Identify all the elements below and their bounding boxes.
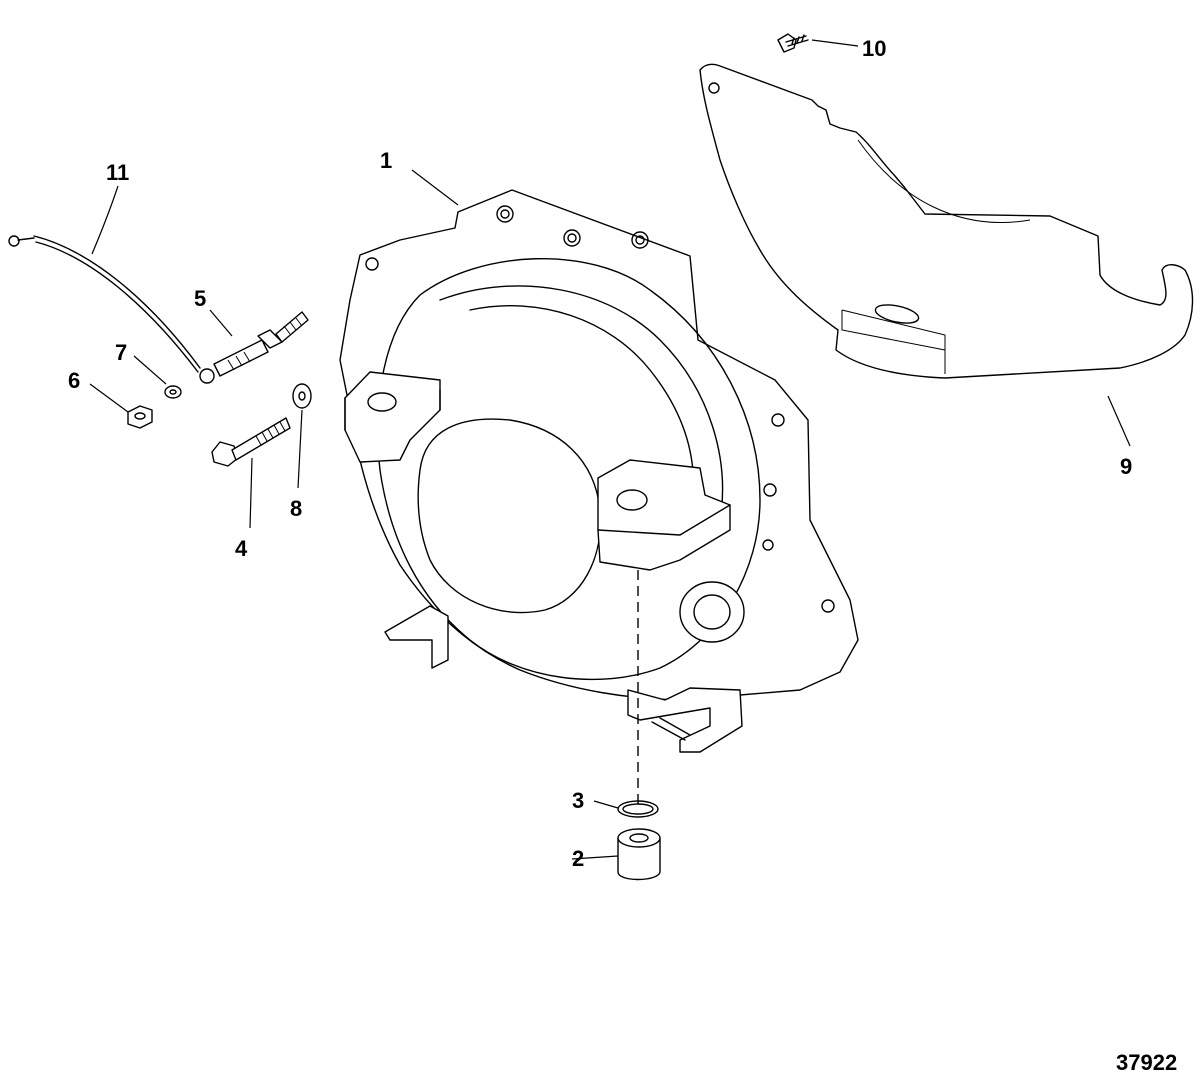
- callout-3: 3: [572, 788, 584, 813]
- callout-5: 5: [194, 286, 206, 311]
- part-5-stud: [213, 311, 309, 377]
- callout-1: 1: [380, 148, 392, 173]
- part-10-screw: [777, 33, 809, 53]
- part-6-hex-nut: [127, 405, 153, 429]
- leader-lines: [89, 39, 1131, 860]
- callout-10: 10: [862, 36, 886, 61]
- part-9-cover-plate: [699, 63, 1194, 379]
- callout-9: 9: [1120, 454, 1132, 479]
- callout-11: 11: [106, 160, 129, 185]
- callout-7: 7: [115, 340, 127, 365]
- figure-number: 37922: [1116, 1050, 1177, 1075]
- part-11-ground-strap: [8, 235, 215, 384]
- part-7-lock-washer: [164, 385, 182, 399]
- part-3-o-ring: [617, 800, 659, 818]
- callout-4: 4: [235, 536, 248, 561]
- part-1-flywheel-housing: [339, 189, 859, 753]
- callout-6: 6: [68, 368, 80, 393]
- callout-2: 2: [572, 846, 584, 871]
- callout-8: 8: [290, 496, 302, 521]
- part-8-flat-washer: [292, 383, 312, 409]
- part-4-hex-bolt: [211, 417, 291, 467]
- part-2-bushing: [617, 828, 661, 881]
